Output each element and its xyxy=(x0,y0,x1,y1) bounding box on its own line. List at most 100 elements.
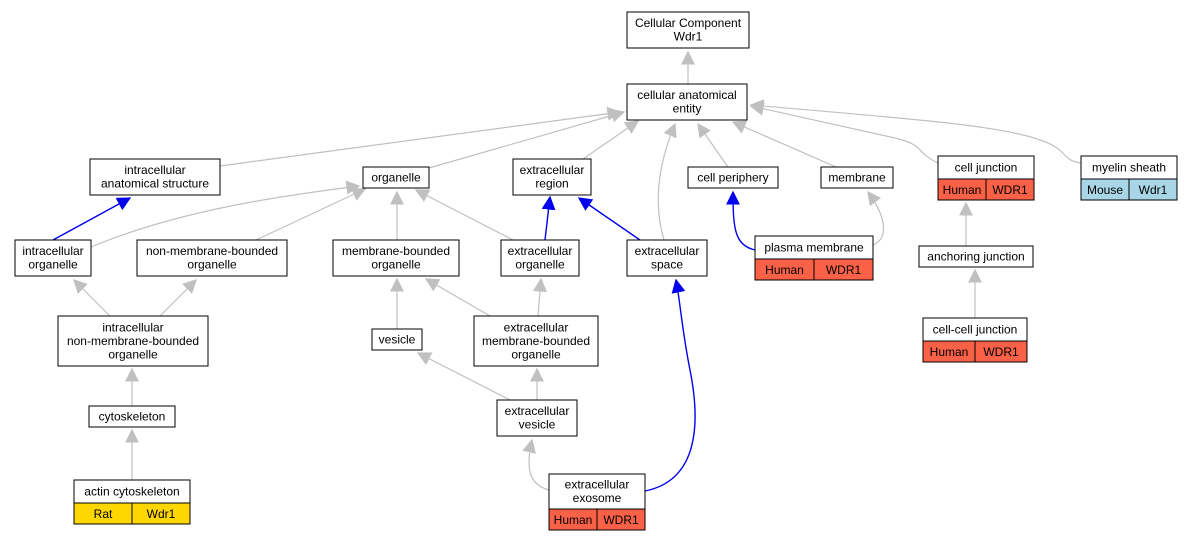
node-label-line: cytoskeleton xyxy=(99,409,166,423)
node-box xyxy=(88,405,176,428)
species-label: Rat xyxy=(94,507,113,521)
gene-label: WDR1 xyxy=(992,183,1028,197)
node-box xyxy=(89,158,221,196)
edge-cj-to-cae xyxy=(749,101,939,164)
edge-membrane-to-cae xyxy=(731,120,837,168)
node-label-line: extracellular xyxy=(505,404,570,418)
node-label-line: entity xyxy=(673,102,702,116)
node-label-line: region xyxy=(535,177,568,191)
node-label-line: Cellular Component xyxy=(635,16,742,30)
node-label-line: extracellular xyxy=(520,163,585,177)
node-label-line: exosome xyxy=(573,491,622,505)
node-label-line: cell-cell junction xyxy=(933,322,1018,336)
node-label-line: anatomical structure xyxy=(101,177,209,191)
node-label-line: plasma membrane xyxy=(764,240,864,254)
node-box xyxy=(687,166,779,189)
node-box xyxy=(14,239,92,277)
node-cytoskeleton[interactable]: cytoskeleton xyxy=(88,405,176,428)
node-label-line: extracellular xyxy=(565,478,630,492)
edge-pm-to-membrane xyxy=(867,190,885,246)
node-box xyxy=(626,239,708,277)
edge-exosome-to-ecv xyxy=(522,438,550,491)
node-box xyxy=(136,239,288,277)
edge-myelin-to-cae xyxy=(749,99,1082,164)
gene-label: WDR1 xyxy=(983,345,1019,359)
edge-ecs-to-cae xyxy=(657,122,677,241)
edge-ecr-to-cae xyxy=(582,120,640,160)
node-label-line: membrane-bounded xyxy=(482,334,590,348)
node-box xyxy=(362,166,430,189)
edge-nmbo-to-organelle xyxy=(255,187,367,241)
node-label-line: anchoring junction xyxy=(927,249,1024,263)
edge-inmbo-to-io xyxy=(73,279,111,317)
gene-label: Wdr1 xyxy=(147,507,176,521)
node-label-line: vesicle xyxy=(379,332,416,346)
node-label-line: non-membrane-bounded xyxy=(67,334,199,348)
node-label-line: myelin sheath xyxy=(1092,160,1166,174)
node-inmbo[interactable]: intracellularnon-membrane-boundedorganel… xyxy=(57,315,209,367)
node-aj[interactable]: anchoring junction xyxy=(918,245,1034,268)
node-label-line: intracellular xyxy=(124,163,185,177)
node-organelle[interactable]: organelle xyxy=(362,166,430,189)
node-box xyxy=(371,328,423,351)
node-label-line: organelle xyxy=(511,347,561,361)
node-box xyxy=(512,158,592,196)
node-label-line: cell periphery xyxy=(697,170,768,184)
node-label-line: organelle xyxy=(108,347,158,361)
gene-cell xyxy=(813,258,874,281)
edge-exosome-to-ecs xyxy=(644,278,696,492)
edge-embo-to-eco xyxy=(533,277,547,317)
node-vesicle[interactable]: vesicle xyxy=(371,328,423,351)
node-label-line: cell junction xyxy=(955,160,1018,174)
edge-ecv-to-vesicle xyxy=(416,352,511,401)
node-label-line: extracellular xyxy=(508,244,573,258)
node-label-line: organelle xyxy=(515,258,565,272)
edge-inmbo-to-nmbo xyxy=(159,279,197,317)
species-label: Human xyxy=(765,263,804,277)
species-label: Human xyxy=(943,183,982,197)
node-label-line: non-membrane-bounded xyxy=(146,244,278,258)
node-label-line: organelle xyxy=(28,258,78,272)
node-box xyxy=(473,315,599,367)
node-label-line: extracellular xyxy=(504,320,569,334)
node-label-line: cellular anatomical xyxy=(637,88,736,102)
node-label-line: intracellular xyxy=(102,320,163,334)
node-label-line: Wdr1 xyxy=(674,30,703,44)
node-label-line: organelle xyxy=(371,258,421,272)
node-membrane[interactable]: membrane xyxy=(820,166,894,189)
edge-eco-to-organelle xyxy=(414,189,514,241)
node-label-line: organelle xyxy=(187,258,237,272)
node-box xyxy=(820,166,894,189)
edge-io-to-ias xyxy=(52,197,132,241)
node-box xyxy=(332,239,460,277)
gene-cell xyxy=(131,502,191,525)
node-box xyxy=(626,11,750,49)
gene-label: Wdr1 xyxy=(1139,183,1168,197)
node-box xyxy=(918,245,1034,268)
node-label-line: space xyxy=(651,258,683,272)
species-label: Mouse xyxy=(1087,183,1123,197)
node-label-line: actin cytoskeleton xyxy=(84,484,179,498)
node-cp[interactable]: cell periphery xyxy=(687,166,779,189)
gene-cell xyxy=(974,340,1028,363)
edge-ecs-to-ecr xyxy=(577,197,641,241)
